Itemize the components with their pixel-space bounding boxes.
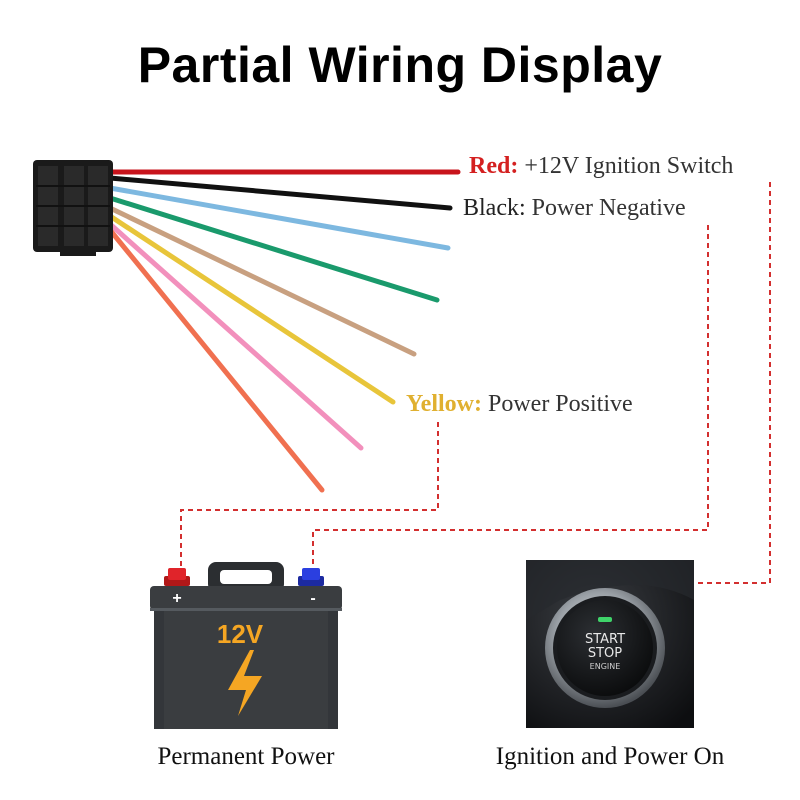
black-wire-label: Black: Power Negative [463,195,686,222]
start-stop-button-photo [526,560,694,728]
green-wire [107,195,440,303]
page-title: Partial Wiring Display [137,37,663,93]
orange-wire [107,227,325,493]
yellow-wire-to-battery-positive-line [180,422,439,572]
button-text-engine: ENGINE [590,662,621,671]
ignition-caption: Ignition and Power On [495,743,725,770]
black-wire-to-battery-negative-line [312,225,709,572]
battery-positive-symbol: + [172,590,181,607]
wire-connector-plug [33,160,113,256]
tan-wire [107,205,417,357]
battery-12v [150,562,342,729]
yellow-wire-function: Power Positive [487,391,633,417]
blue-wire [107,185,451,251]
lightning-bolt-icon [228,650,262,716]
wire-bundle [107,169,461,493]
red-wire-to-ignition-line [694,182,771,584]
black-wire-function: Power Negative [531,195,686,221]
battery-negative-symbol: - [310,590,315,607]
button-text-stop: STOP [588,646,622,661]
yellow-wire [107,213,396,405]
button-text-start: START [585,632,625,647]
green-indicator-light [598,617,612,622]
red-wire-function: +12V Ignition Switch [524,153,734,179]
yellow-wire-label: Yellow: Power Positive [406,391,633,418]
dashed-connections [180,182,771,584]
black-wire [107,175,453,211]
battery-caption: Permanent Power [157,743,335,770]
yellow-color-name: Yellow: [406,391,482,417]
red-color-name: Red: [469,153,519,179]
red-wire-label: Red: +12V Ignition Switch [469,153,733,180]
pink-wire [107,221,364,451]
black-color-name: Black: [463,195,526,221]
battery-voltage-label: 12V [217,619,264,649]
